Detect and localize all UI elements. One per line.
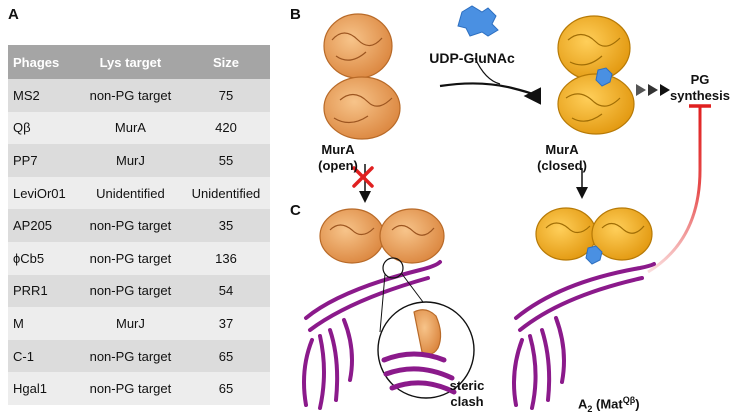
clash-word: clash	[450, 394, 484, 409]
cell-phage: MS2	[8, 79, 79, 112]
substrate-curve	[474, 57, 501, 85]
binding-arrow	[439, 82, 542, 105]
mura-open-structure	[323, 13, 401, 140]
mura-closed-name: MurA	[545, 142, 579, 157]
cell-target: non-PG target	[78, 209, 182, 242]
cell-target: non-PG target	[78, 241, 182, 275]
cell-phage: C-1	[8, 339, 79, 373]
table-header-row: Phages Lys target Size	[8, 45, 270, 79]
cell-size: 54	[181, 274, 270, 308]
cell-size: 75	[181, 79, 270, 112]
cell-phage: AP205	[8, 209, 79, 242]
mura-open-state: (open)	[318, 158, 358, 173]
steric-word: steric	[449, 378, 485, 393]
cell-target: non-PG target	[78, 339, 182, 373]
mura-closed-label: MurA (closed)	[532, 142, 592, 174]
steric-clash-label: steric clash	[442, 378, 492, 410]
cell-phage: ϕCb5	[8, 241, 79, 275]
pg-label: PG	[690, 72, 710, 87]
a2-superscript: Qβ	[622, 395, 636, 405]
cell-size: 65	[181, 372, 270, 405]
cell-target: non-PG target	[78, 372, 182, 405]
cell-size: 37	[181, 307, 270, 340]
cell-phage: M	[8, 307, 79, 340]
triple-arrow-to-pg	[620, 84, 670, 96]
cell-phage: Hgal1	[8, 372, 79, 405]
cell-target: Unidentified	[78, 176, 182, 210]
a2-protein-left	[302, 260, 442, 410]
col-header-size: Size	[181, 45, 270, 79]
mura-closed-state: (closed)	[537, 158, 587, 173]
clash-zoom-indicator	[382, 257, 404, 279]
cell-target: MurJ	[78, 307, 182, 340]
synthesis-label: synthesis	[670, 88, 730, 103]
mura-open-label: MurA (open)	[318, 142, 358, 174]
clash-zoom-inset	[377, 301, 475, 399]
mura-open-name: MurA	[321, 142, 355, 157]
a2-paren-open: (Mat	[592, 396, 623, 412]
substrate-label: UDP-GluNAc	[429, 50, 515, 66]
blocked-x-icon	[352, 166, 374, 188]
a2-protein-right	[512, 262, 656, 410]
cell-target: MurJ	[78, 144, 182, 177]
cell-size: Unidentified	[181, 176, 270, 210]
cell-target: non-PG target	[78, 274, 182, 308]
mura-closed-complex	[535, 207, 653, 265]
mura-open-complex	[319, 208, 445, 264]
col-header-lys-target: Lys target	[78, 45, 182, 79]
panel-label-b: B	[290, 6, 301, 23]
a2-label: A2 (MatQβ)	[578, 392, 678, 417]
inhibition-curve	[647, 106, 702, 274]
cell-phage: Qβ	[8, 111, 79, 145]
a2-main: A	[578, 396, 588, 412]
cell-size: 35	[181, 209, 270, 242]
cell-target: MurA	[78, 111, 182, 145]
udp-glunac-molecule-icon	[457, 5, 499, 37]
cell-size: 55	[181, 144, 270, 177]
cell-phage: LeviOr01	[8, 176, 79, 210]
panel-label-a: A	[8, 6, 19, 23]
cell-phage: PRR1	[8, 274, 79, 308]
cell-phage: PP7	[8, 144, 79, 177]
panel-label-c: C	[290, 202, 301, 219]
cell-target: non-PG target	[78, 79, 182, 112]
a2-paren-close: )	[635, 396, 640, 412]
cell-size: 420	[181, 111, 270, 145]
a2-subscript: 2	[587, 403, 593, 414]
mura-closed-structure	[557, 15, 635, 135]
cell-size: 136	[181, 241, 270, 275]
pg-synthesis-label: PG synthesis	[670, 72, 730, 104]
col-header-phages: Phages	[8, 45, 79, 79]
cell-size: 65	[181, 339, 270, 373]
